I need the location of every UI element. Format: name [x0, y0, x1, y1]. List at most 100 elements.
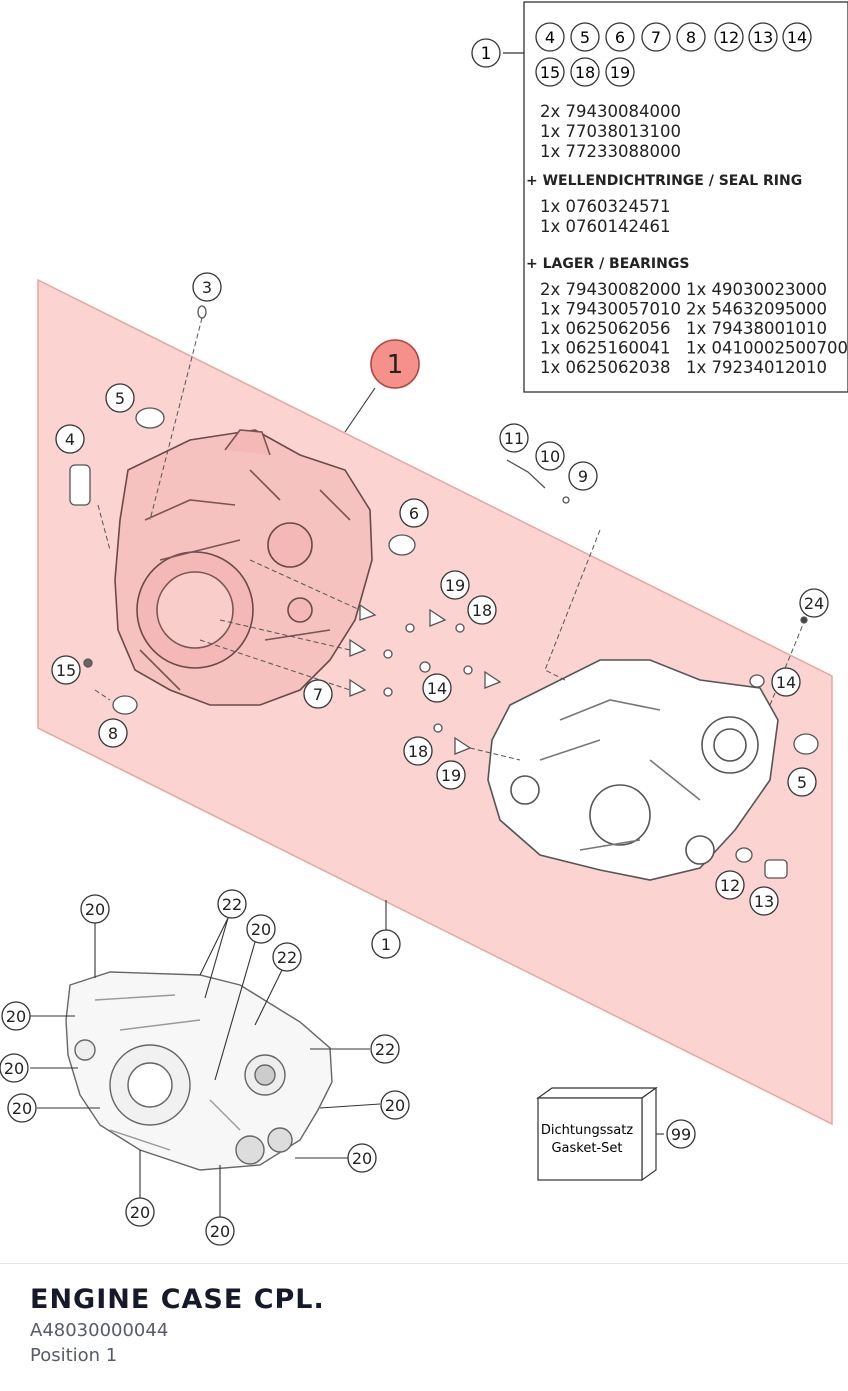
callout-d22a[interactable]	[217, 889, 247, 919]
callout-c18b[interactable]	[403, 736, 433, 766]
callout-label: 1	[381, 935, 391, 954]
legend-item-label: 15	[540, 63, 560, 82]
legend-part-number: 1x 0410002500700	[686, 339, 848, 358]
callout-label: 6	[409, 504, 419, 523]
callout-c11[interactable]	[499, 423, 529, 453]
legend-item-bubble[interactable]	[535, 57, 565, 87]
legend-part-number: 1x 0625062038	[540, 358, 671, 377]
legend-item-label: 13	[753, 28, 773, 47]
legend-item-bubble[interactable]	[714, 22, 744, 52]
callout-c10[interactable]	[535, 441, 565, 471]
gasket-set-box[interactable]: Dichtungssatz Gasket-Set	[536, 1086, 658, 1182]
legend-item-bubble[interactable]	[748, 22, 778, 52]
callout-d20a[interactable]	[80, 894, 110, 924]
callout-label: 20	[6, 1007, 26, 1026]
legend-part-number: 1x 79430057010	[540, 300, 681, 319]
legend-part-number: 1x 79234012010	[686, 358, 827, 377]
legend-item-bubble[interactable]	[605, 22, 635, 52]
legend-part-number: 1x 0625062056	[540, 319, 671, 338]
callout-c18a[interactable]	[467, 595, 497, 625]
callout-c19b[interactable]	[436, 760, 466, 790]
legend-item-bubble[interactable]	[676, 22, 706, 52]
callout-label: 20	[251, 920, 271, 939]
callout-label: 14	[427, 679, 447, 698]
highlight-callout-label: 1	[387, 350, 404, 380]
gasket-label-de: Dichtungssatz	[541, 1123, 633, 1138]
legend-item-label: 6	[615, 28, 625, 47]
callout-c6[interactable]	[399, 498, 429, 528]
callout-label: 20	[352, 1149, 372, 1168]
legend-item-label: 5	[580, 28, 590, 47]
callout-c24[interactable]	[799, 588, 829, 618]
part-number[interactable]: A48030000044	[30, 1320, 169, 1341]
callout-d20g[interactable]	[347, 1143, 377, 1173]
callout-label: 3	[202, 278, 212, 297]
engine-case-left-half[interactable]	[114, 429, 373, 706]
callout-c99[interactable]	[666, 1119, 696, 1149]
callout-label: 5	[115, 389, 125, 408]
part-position: Position 1	[30, 1345, 118, 1366]
legend-part-number: 1x 0760142461	[540, 217, 671, 236]
callout-d20h[interactable]	[125, 1197, 155, 1227]
legend-item-bubble[interactable]	[782, 22, 812, 52]
callout-d20f[interactable]	[380, 1090, 410, 1120]
legend-part-number: 1x 0625160041	[540, 339, 671, 358]
callout-label: 9	[578, 467, 588, 486]
callout-label: 19	[445, 576, 465, 595]
callout-d20c[interactable]	[1, 1001, 31, 1031]
legend-item-bubble[interactable]	[570, 57, 600, 87]
callout-d20b[interactable]	[246, 914, 276, 944]
legend-item-bubble[interactable]	[641, 22, 671, 52]
legend-part-number: 1x 79438001010	[686, 319, 827, 338]
gasket-label-en: Gasket-Set	[551, 1141, 622, 1156]
callout-d20e[interactable]	[7, 1093, 37, 1123]
engine-case-right-half[interactable]	[487, 659, 779, 881]
legend-part-number: 1x 77038013100	[540, 122, 681, 141]
callout-d22b[interactable]	[272, 942, 302, 972]
callout-label: 20	[385, 1096, 405, 1115]
callout-c5b[interactable]	[787, 767, 817, 797]
callout-c1b[interactable]	[371, 929, 401, 959]
callout-c14a[interactable]	[422, 673, 452, 703]
engine-case-inner-view[interactable]	[65, 971, 333, 1171]
legend-part-number: 1x 77233088000	[540, 142, 681, 161]
callout-c8[interactable]	[98, 718, 128, 748]
callout-d20i[interactable]	[205, 1216, 235, 1246]
legend-item-bubble[interactable]	[605, 57, 635, 87]
callout-label: 4	[65, 430, 75, 449]
callout-d20d[interactable]	[0, 1053, 29, 1083]
assembly-lines	[94, 317, 805, 761]
callout-c14b[interactable]	[771, 667, 801, 697]
callout-label: 22	[222, 895, 242, 914]
small-parts	[69, 305, 819, 879]
legend-item-bubble[interactable]	[570, 22, 600, 52]
callout-c4[interactable]	[55, 424, 85, 454]
legend-ref[interactable]: 1	[481, 44, 492, 64]
callout-c12[interactable]	[715, 870, 745, 900]
callout-label: 15	[56, 661, 76, 680]
legend-item-label: 14	[787, 28, 807, 47]
callout-c7[interactable]	[303, 679, 333, 709]
callout-label: 18	[472, 601, 492, 620]
callout-c19a[interactable]	[440, 570, 470, 600]
legend-item-label: 18	[575, 63, 595, 82]
callout-label: 20	[85, 900, 105, 919]
part-title: ENGINE CASE CPL.	[30, 1284, 325, 1315]
callout-d22c[interactable]	[370, 1034, 400, 1064]
callout-c15[interactable]	[51, 655, 81, 685]
callout-c9[interactable]	[568, 461, 598, 491]
callout-label: 20	[4, 1059, 24, 1078]
callout-c5a[interactable]	[105, 383, 135, 413]
callout-label: 7	[313, 685, 323, 704]
callout-label: 19	[441, 766, 461, 785]
callout-c13[interactable]	[749, 886, 779, 916]
legend-bearing-heading: + LAGER / BEARINGS	[526, 256, 689, 272]
callout-label: 5	[797, 773, 807, 792]
highlight-callout[interactable]: 1	[370, 339, 420, 389]
legend-item-bubble[interactable]	[535, 22, 565, 52]
callout-c3[interactable]	[192, 272, 222, 302]
callout-label: 11	[504, 429, 524, 448]
leader-lines	[30, 387, 664, 1217]
